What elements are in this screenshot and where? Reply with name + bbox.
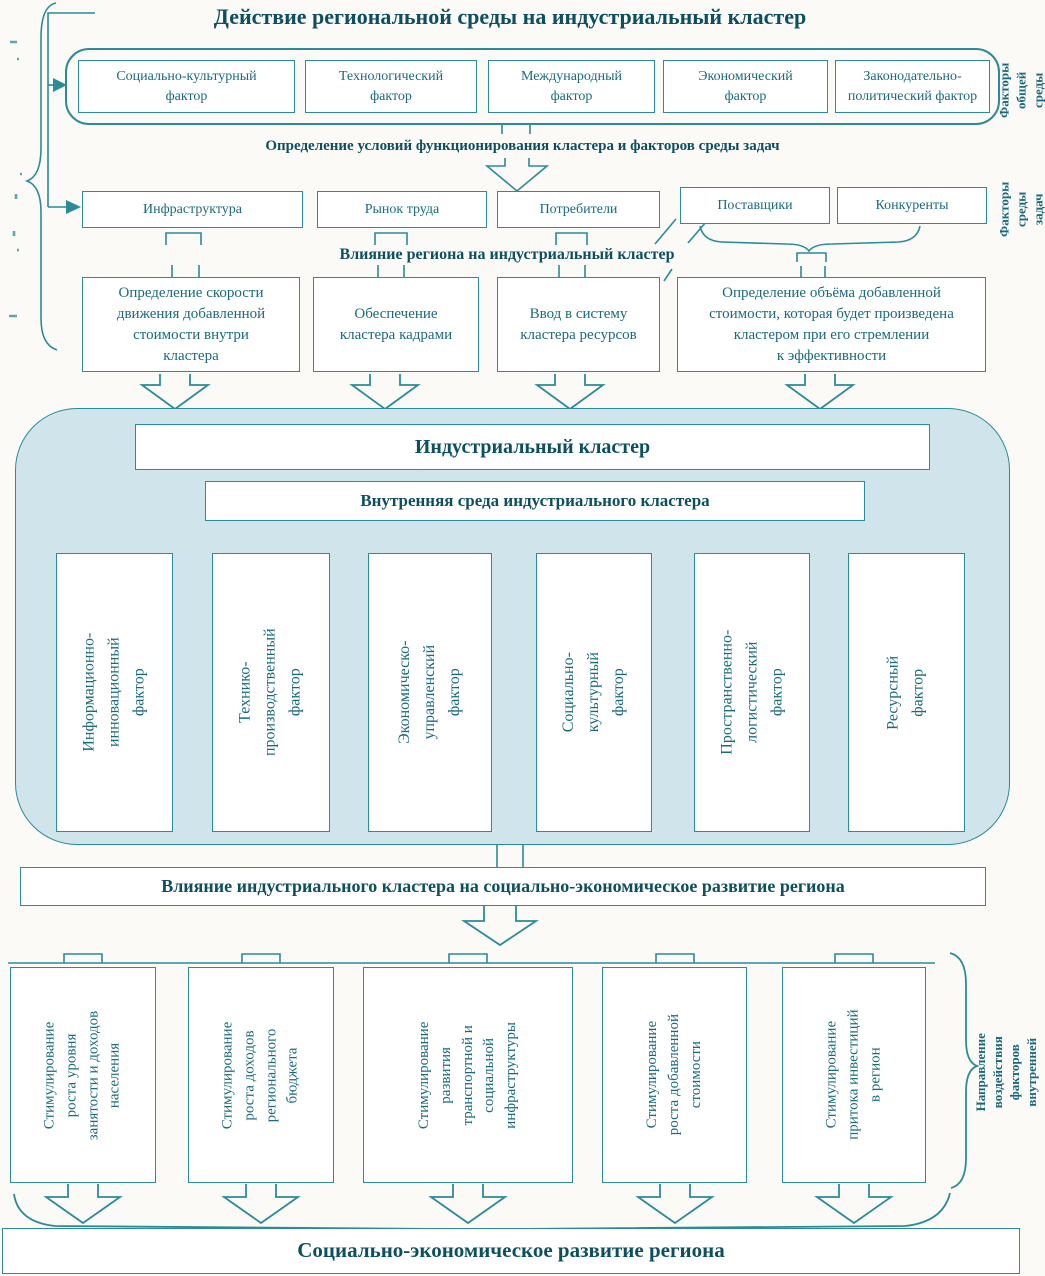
inner-factor-box: Пространственно- логистический фактор	[694, 553, 810, 832]
stimulus-box: Стимулирование роста доходов регионально…	[188, 967, 334, 1183]
region-action-box: Обеспечение кластера кадрами	[313, 277, 479, 372]
tick-connector	[496, 845, 524, 867]
diagram-title: Действие региональной среды на индустриа…	[213, 4, 807, 29]
stimulus-label: Стимулирование притока инвестиций в реги…	[823, 1009, 883, 1141]
block-arrows-to-result	[43, 1184, 894, 1225]
column-connectors	[165, 225, 921, 277]
edge-marks	[9, 40, 22, 318]
general-factor-box: Технологический фактор	[305, 60, 477, 113]
task-factor-box: Поставщики	[680, 187, 830, 224]
general-factor-box: Социально-культурный фактор	[78, 60, 295, 113]
inner-factor-label: Экономическо- управленский фактор	[395, 640, 463, 745]
stimulus-label: Стимулирование роста уровня занятости и …	[41, 1010, 123, 1140]
cluster-influence-box: Влияние индустриального кластера на соци…	[20, 867, 986, 906]
inner-factor-box: Социально- культурный фактор	[536, 553, 652, 832]
task-factor-box: Потребители	[497, 191, 660, 228]
general-factor-box: Международный фактор	[488, 60, 655, 113]
inner-factor-label: Социально- культурный фактор	[559, 652, 627, 733]
distribution-line	[8, 953, 935, 964]
side-label-text: Факторы среды задач	[996, 181, 1045, 237]
big-down-arrow	[461, 906, 539, 947]
stimulus-box: Стимулирование роста добавленной стоимос…	[602, 967, 747, 1183]
region-influence-text: Влияние региона на индустриальный класте…	[339, 246, 675, 263]
slash-marks	[654, 218, 707, 282]
general-factor-box: Законодательно- политический фактор	[835, 60, 990, 113]
side-label-text: Направление воздействия факторов внутрен…	[972, 1033, 1045, 1112]
inner-factor-box: Технико-производственный фактор	[212, 553, 330, 832]
block-arrows-into-cluster	[139, 374, 856, 411]
inner-factor-label: Технико-производственный фактор	[236, 628, 304, 757]
inner-factor-label: Пространственно- логистический фактор	[717, 629, 785, 755]
task-factor-box: Рынок труда	[317, 191, 487, 228]
inner-factor-label: Информационно- инновационный фактор	[80, 633, 147, 752]
side-label-direction: Направление воздействия факторов внутрен…	[973, 970, 1045, 1175]
side-label-text: Факторы общей среды	[996, 62, 1045, 118]
industrial-cluster-container	[15, 408, 1010, 845]
result-box: Социально-экономическое развитие региона	[2, 1228, 1020, 1274]
right-curly-brace	[949, 952, 980, 1189]
stimulus-box: Стимулирование развития транспортной и с…	[363, 967, 573, 1183]
stimulus-label: Стимулирование роста добавленной стоимос…	[643, 1014, 704, 1136]
left-curly-brace	[24, 2, 58, 351]
cluster-title-box: Индустриальный кластер	[135, 424, 930, 470]
region-action-box: Определение скорости движения добавленно…	[82, 277, 300, 372]
task-factor-box: Конкуренты	[837, 187, 987, 224]
tick-connector	[501, 125, 531, 134]
inner-factor-box: Информационно- инновационный фактор	[56, 553, 173, 832]
region-action-box: Определение объёма добавленной стоимости…	[677, 277, 986, 372]
inner-factor-label: Ресурсный фактор	[884, 655, 927, 730]
side-label-task-env: Факторы среды задач	[996, 160, 1045, 258]
region-action-box: Ввод в систему кластера ресурсов	[497, 277, 660, 372]
stimulus-box: Стимулирование притока инвестиций в реги…	[782, 967, 926, 1183]
side-label-general-env: Факторы общей среды	[996, 44, 1045, 136]
define-conditions-text: Определение условий функционирования кла…	[265, 138, 780, 154]
left-arrowheads	[53, 78, 81, 214]
stimulus-label: Стимулирование роста доходов регионально…	[219, 1021, 301, 1129]
stimulus-box: Стимулирование роста уровня занятости и …	[10, 967, 156, 1183]
general-factor-box: Экономический фактор	[663, 60, 828, 113]
cluster-inner-box: Внутренняя среда индустриального кластер…	[205, 481, 865, 521]
left-feed-line	[47, 12, 95, 208]
inner-factor-box: Экономическо- управленский фактор	[368, 553, 492, 832]
down-arrow	[484, 158, 550, 193]
task-factor-box: Инфраструктура	[82, 191, 303, 228]
stimulus-label: Стимулирование развития транспортной и с…	[415, 1021, 519, 1129]
inner-factor-box: Ресурсный фактор	[848, 553, 965, 832]
